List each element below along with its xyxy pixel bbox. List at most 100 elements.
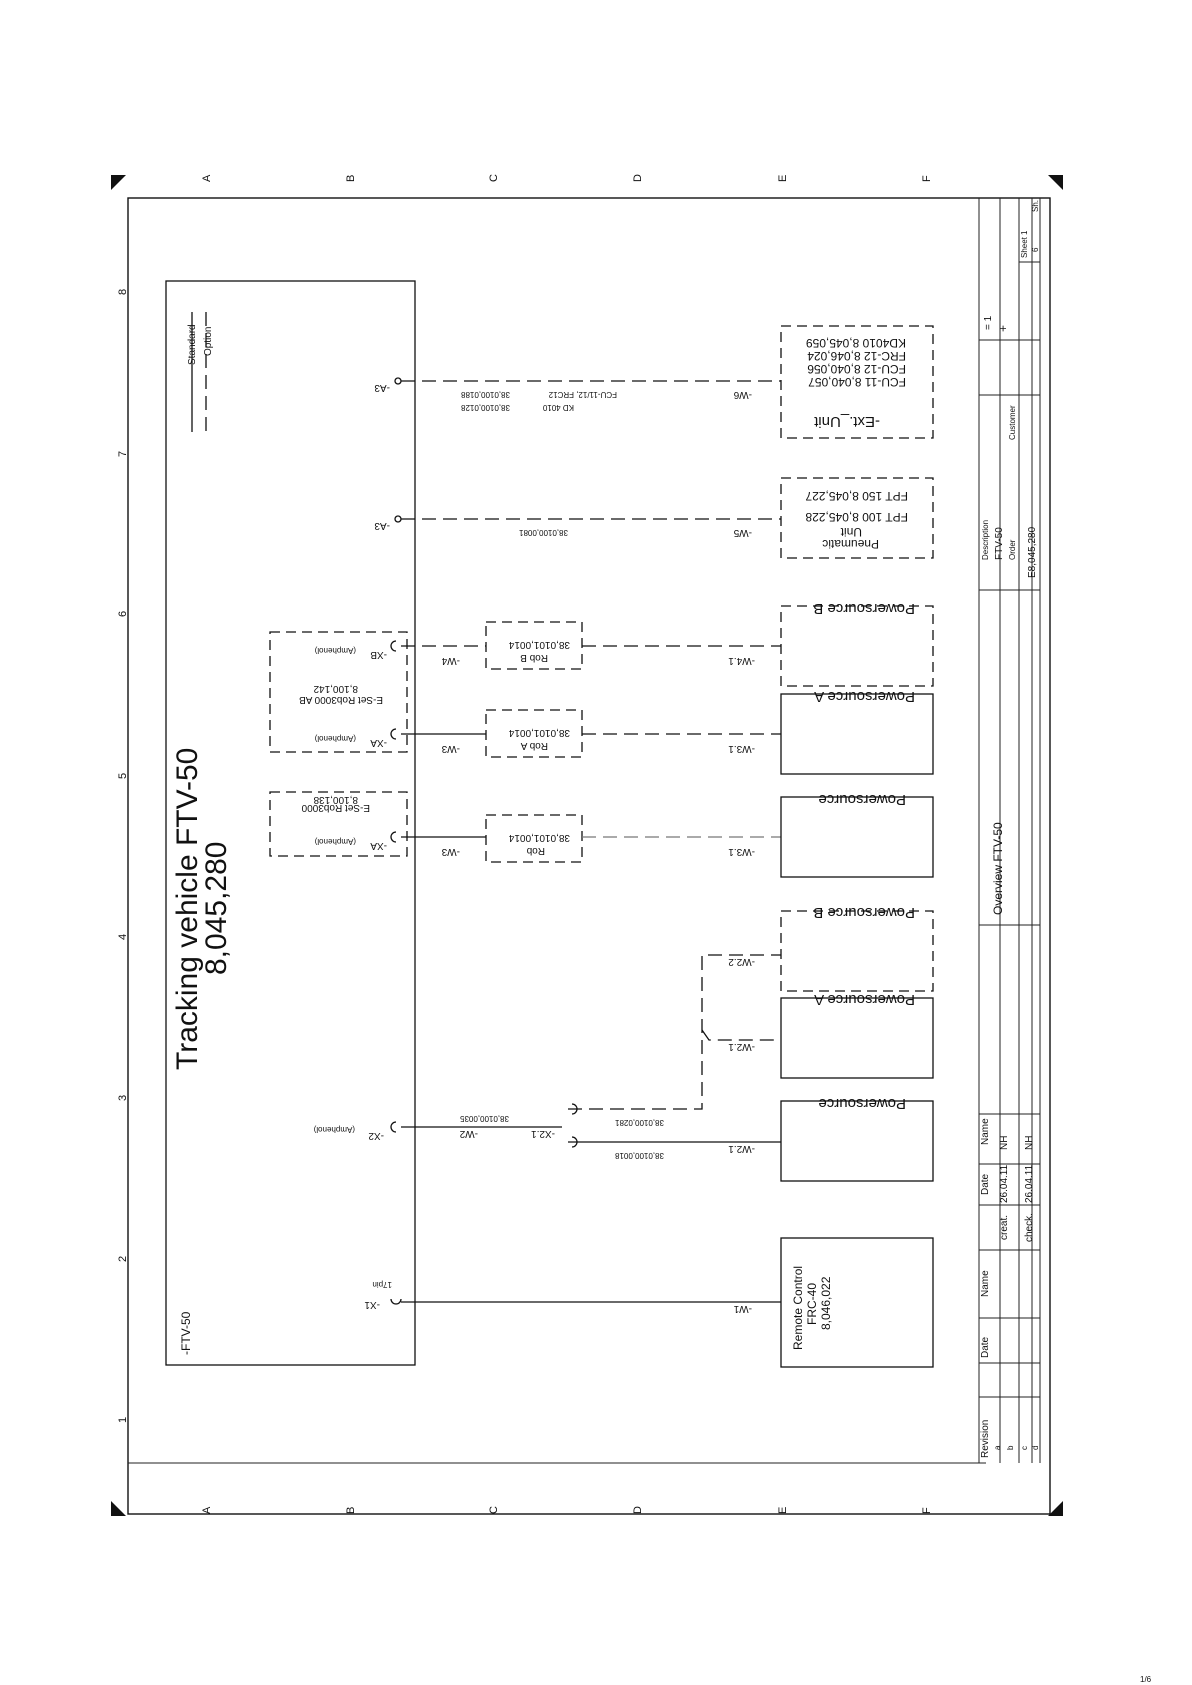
cable-w5-label: -W5 xyxy=(733,527,752,538)
rob-box-3-line2: Rob B xyxy=(520,652,548,663)
page-number: 1/6 xyxy=(1140,1675,1152,1684)
powersource-a-box-2 xyxy=(780,693,934,775)
pneumatic-unit-box xyxy=(780,477,934,559)
line-style-legend: Standard Option xyxy=(187,312,214,432)
main-unit-number: 8,045,280 xyxy=(200,842,233,975)
tb-check-date: 26.04.11 xyxy=(1024,1164,1035,1203)
cable-w4-label: -W4 xyxy=(441,655,460,666)
grid-letter-f-bottom: F xyxy=(921,1507,933,1514)
grid-letter-c-bottom: C xyxy=(488,1506,500,1514)
tb-description-label: Description xyxy=(981,520,990,560)
remote-control-model: FRC-40 xyxy=(805,1283,819,1325)
main-unit-tag: -FTV-50 xyxy=(179,1311,193,1355)
grid-number-4: 4 xyxy=(117,934,129,940)
tb-description-value: FTV-50 xyxy=(994,527,1005,560)
grid-letter-b-top: B xyxy=(345,175,357,182)
grid-letter-b-bottom: B xyxy=(345,1507,357,1514)
tb-order-value: E8,045,280 xyxy=(1027,526,1038,578)
tb-row-a: a xyxy=(993,1445,1002,1450)
cable-w5-part: 38,0100,0081 xyxy=(519,528,568,537)
grid-letter-d-top: D xyxy=(632,174,644,182)
corner-marker-bottom-right xyxy=(1048,1501,1063,1516)
connector-xb-label: -XB xyxy=(370,649,387,660)
tb-sh-label: Sh. xyxy=(1031,200,1040,212)
connector-xa-2: -XA (Amphenol) xyxy=(314,728,397,748)
cable-w2-1-part: 38,0100,0018 xyxy=(615,1151,664,1160)
grid-letter-f-top: F xyxy=(921,175,933,182)
connector-x2-1-label: -X2.1 xyxy=(531,1128,555,1139)
cable-w2-part: 38,0100,0035 xyxy=(460,1114,509,1123)
grid-letter-d-bottom: D xyxy=(632,1506,644,1514)
tb-creat-name: NH xyxy=(999,1136,1010,1150)
powersource-b-1-label: Powersource B xyxy=(813,904,915,921)
connector-xa-2-label: -XA xyxy=(370,737,387,748)
cable-w4-1-label: -W4.1 xyxy=(728,655,755,666)
ext-unit-frc12: FRC-12 8,046,024 xyxy=(807,349,906,363)
powersource-2-label: Powersource xyxy=(818,791,906,808)
powersource-a-2-label: Powersource A xyxy=(814,688,915,705)
cable-w2-2a-label: -W2.1 xyxy=(728,1041,755,1052)
connector-a3-1: -A3 xyxy=(374,515,402,531)
tb-check-label: check. xyxy=(1024,1213,1035,1242)
cable-w3-b-label: -W3 xyxy=(441,743,460,754)
connector-xb-amphenol: (Amphenol) xyxy=(314,646,356,655)
rob-box-3-line1: 38,0101,0014 xyxy=(508,639,570,650)
cable-w2-2-branch xyxy=(701,1029,781,1041)
tb-name-label-2: Name xyxy=(980,1118,991,1145)
grid-numbers-left: 1 2 3 4 5 6 7 8 xyxy=(117,289,129,1423)
powersource-box-1 xyxy=(780,1100,934,1182)
main-unit-box xyxy=(165,280,416,1366)
connector-xb: -XB (Amphenol) xyxy=(314,640,397,660)
eset-rob3000ab-number: 8,100,142 xyxy=(313,683,358,694)
legend-standard-label: Standard xyxy=(187,324,198,365)
tb-creat-label: creat. xyxy=(999,1215,1010,1240)
rob-box-1-line2: Rob xyxy=(526,845,545,856)
eset-rob3000ab-name: E-Set Rob3000 AB xyxy=(299,694,383,705)
connector-a3-2: -A3 xyxy=(374,377,402,393)
connector-xa-1-label: -XA xyxy=(370,840,387,851)
grid-number-6: 6 xyxy=(117,611,129,617)
tb-date-label-1: Date xyxy=(980,1336,991,1358)
powersource-a-box-1 xyxy=(780,997,934,1079)
tb-revision-label: Revision xyxy=(980,1420,991,1458)
drawing-frame xyxy=(127,197,1051,1515)
connector-xa-2-amphenol: (Amphenol) xyxy=(314,734,356,743)
tb-sheet-value: 1 xyxy=(1020,230,1029,235)
ext-unit-fcu12: FCU-12 8,040,056 xyxy=(807,362,906,376)
cable-w2-2 xyxy=(568,954,781,1110)
main-unit-title: Tracking vehicle FTV-50 xyxy=(171,748,204,1070)
remote-control-name: Remote Control xyxy=(791,1266,805,1350)
tb-check-name: NH xyxy=(1024,1136,1035,1150)
cable-w6-label: -W6 xyxy=(733,389,752,400)
powersource-1-label: Powersource xyxy=(818,1095,906,1112)
powersource-b-box-1 xyxy=(780,910,934,992)
tb-date-label-2: Date xyxy=(980,1173,991,1195)
tb-row-d: d xyxy=(1031,1446,1040,1450)
ext-unit-box xyxy=(780,325,934,439)
pneumatic-unit-fpt150: FPT 150 8,045,227 xyxy=(805,489,908,503)
grid-number-7: 7 xyxy=(117,451,129,457)
ext-unit-kd4010: KD4010 8,045,059 xyxy=(806,336,906,350)
tb-customer-label: Customer xyxy=(1008,405,1017,440)
powersource-box-2 xyxy=(780,796,934,878)
connector-x1-label: -X1 xyxy=(364,1299,380,1310)
tb-plus-value: + xyxy=(996,325,1010,332)
grid-letter-a-top: A xyxy=(201,174,213,182)
connector-xa-1-amphenol: (Amphenol) xyxy=(314,837,356,846)
tb-sheets-value: 6 xyxy=(1031,247,1040,252)
cable-w3-a-label: -W3 xyxy=(441,846,460,857)
tb-eq-value: = 1 xyxy=(983,315,994,330)
cable-w2-1-label: -W2.1 xyxy=(728,1143,755,1154)
grid-number-2: 2 xyxy=(117,1256,129,1262)
corner-marker-top-left xyxy=(111,175,126,190)
tb-row-b: b xyxy=(1006,1445,1015,1450)
title-block: Revision Date Name Date Name a b c d cre… xyxy=(978,198,1041,1463)
tb-drawing-title: Overview FTV-50 xyxy=(991,822,1005,915)
corner-marker-bottom-left xyxy=(111,1501,126,1516)
cable-w1-label: -W1 xyxy=(733,1303,752,1314)
cable-w3-1-b-label: -W3.1 xyxy=(728,743,755,754)
eset-rob3000-box xyxy=(269,791,408,857)
eset-rob3000-number: 8,100,138 xyxy=(313,794,358,805)
grid-letter-c-top: C xyxy=(488,174,500,182)
